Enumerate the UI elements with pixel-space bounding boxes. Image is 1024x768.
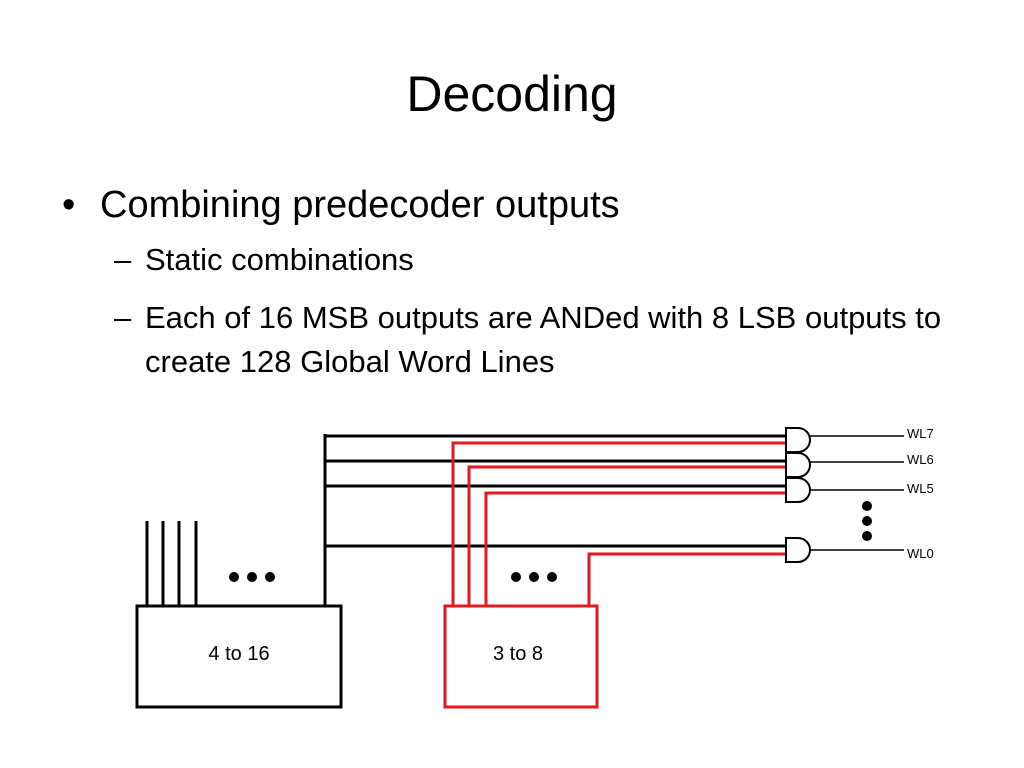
ellipsis-msb (229, 572, 275, 582)
bullet-glyph: • (62, 184, 76, 226)
bullet-list: • Combining predecoder outputs – Static … (62, 178, 962, 384)
sub-bullet-2-text: Each of 16 MSB outputs are ANDed with 8 … (145, 300, 942, 379)
lsb-decoder-box (443, 604, 599, 709)
and-gate-wl0 (785, 537, 811, 563)
msb-decoder-label: 4 to 16 (208, 643, 269, 665)
and-gate-wl6 (785, 452, 811, 478)
ellipsis-lsb (511, 572, 557, 582)
dash-glyph: – (114, 300, 132, 335)
wl5-label: WL5 (907, 481, 934, 496)
slide-title: Decoding (406, 66, 618, 122)
bullet-main: • Combining predecoder outputs (62, 178, 962, 232)
wl0-label: WL0 (907, 546, 934, 561)
sub-bullet-1-text: Static combinations (145, 242, 414, 277)
sub-bullet-2: – Each of 16 MSB outputs are ANDed with … (62, 296, 962, 384)
and-gate-wl7 (785, 427, 811, 453)
word-line-outputs (810, 435, 904, 551)
and-gates (785, 427, 811, 563)
lsb-decoder-label: 3 to 8 (493, 643, 543, 665)
msb-decoder-box (135, 604, 343, 709)
and-gate-wl5 (785, 477, 811, 503)
bullet-main-text: Combining predecoder outputs (100, 184, 620, 226)
msb-wires (145, 434, 786, 607)
lsb-wires (451, 441, 786, 606)
wl6-label: WL6 (907, 452, 934, 467)
dash-glyph: – (114, 242, 132, 277)
ellipsis-vertical (862, 501, 872, 541)
wl7-label: WL7 (907, 426, 934, 441)
sub-bullet-1: – Static combinations (62, 238, 962, 282)
